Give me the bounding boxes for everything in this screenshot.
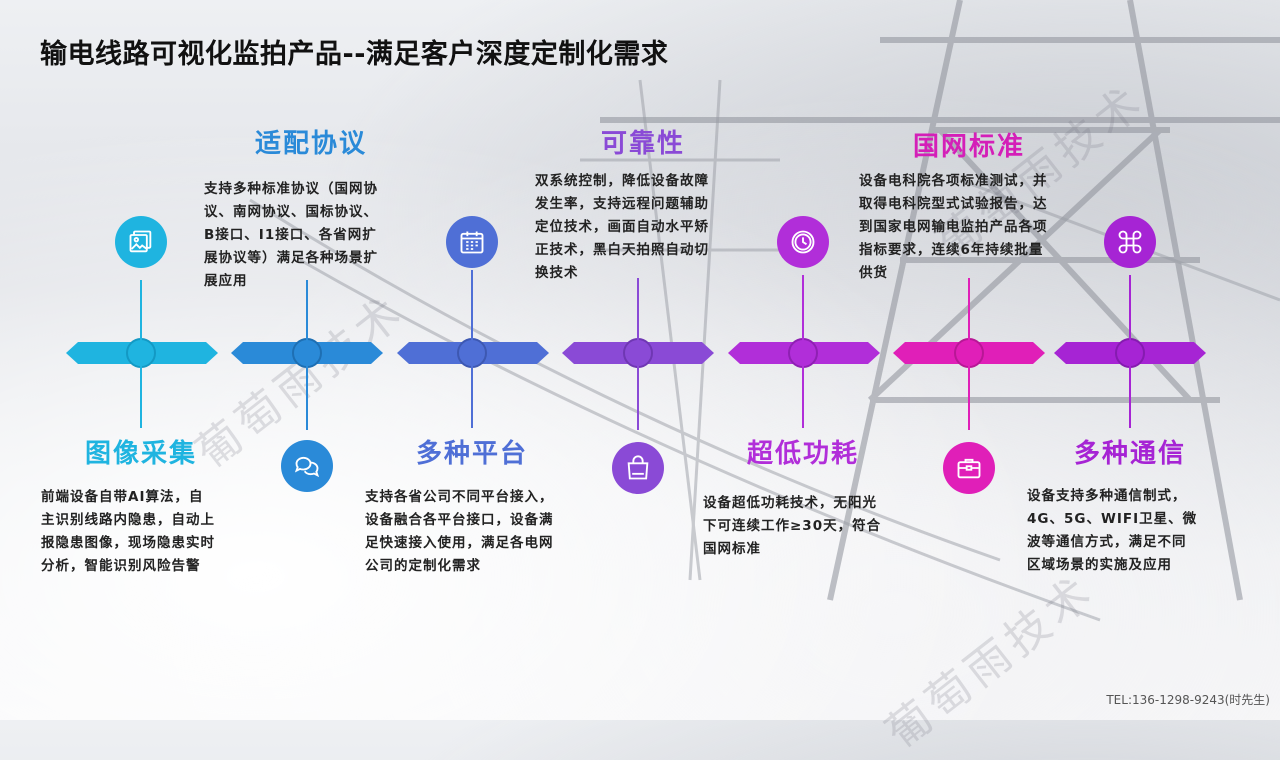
heading-image-capture: 图像采集 [84,439,197,469]
image-icon [115,216,167,268]
clock-icon [777,216,829,268]
description-multi-platform: 支持各省公司不同平台接入，设备融合各平台接口，设备满足快速接入使用，满足各电网公… [365,489,554,574]
description-state-grid-standard: 设备电科院各项标准测试，并取得电科院型式试验报告，达到国家电网输电监拍产品各项指… [859,173,1048,281]
heading-protocol-adaptation: 适配协议 [254,129,367,159]
contact-phone: TEL:136-1298-9243(时先生) [1106,693,1270,707]
timeline [66,270,1206,430]
calendar-icon [446,216,498,268]
power-tower-background [249,0,1280,622]
heading-multi-platform: 多种平台 [415,439,528,469]
heading-state-grid-standard: 国网标准 [912,132,1025,162]
description-multi-communication: 设备支持多种通信制式，4G、5G、WIFI卫星、微波等通信方式，满足不同区域场景… [1027,488,1198,573]
heading-reliability: 可靠性 [600,129,685,159]
shopping-bag-icon [612,442,664,494]
description-reliability: 双系统控制，降低设备故障发生率，支持远程问题辅助定位技术，画面自动水平矫正技术，… [535,173,709,281]
chat-icon [281,440,333,492]
description-image-capture: 前端设备自带AI算法，自主识别线路内隐患，自动上报隐患图像，现场隐患实时分析，智… [41,489,215,574]
briefcase-icon [943,442,995,494]
page-title: 输电线路可视化监拍产品--满足客户深度定制化需求 [40,39,669,70]
description-low-power: 设备超低功耗技术，无阳光下可连续工作≥30天，符合国网标准 [703,495,882,557]
command-icon [1104,216,1156,268]
description-protocol-adaptation: 支持多种标准协议（国网协议、南网协议、国标协议、B接口、I1接口、各省网扩展协议… [204,181,378,289]
heading-multi-communication: 多种通信 [1073,439,1186,469]
heading-low-power: 超低功耗 [746,439,859,469]
